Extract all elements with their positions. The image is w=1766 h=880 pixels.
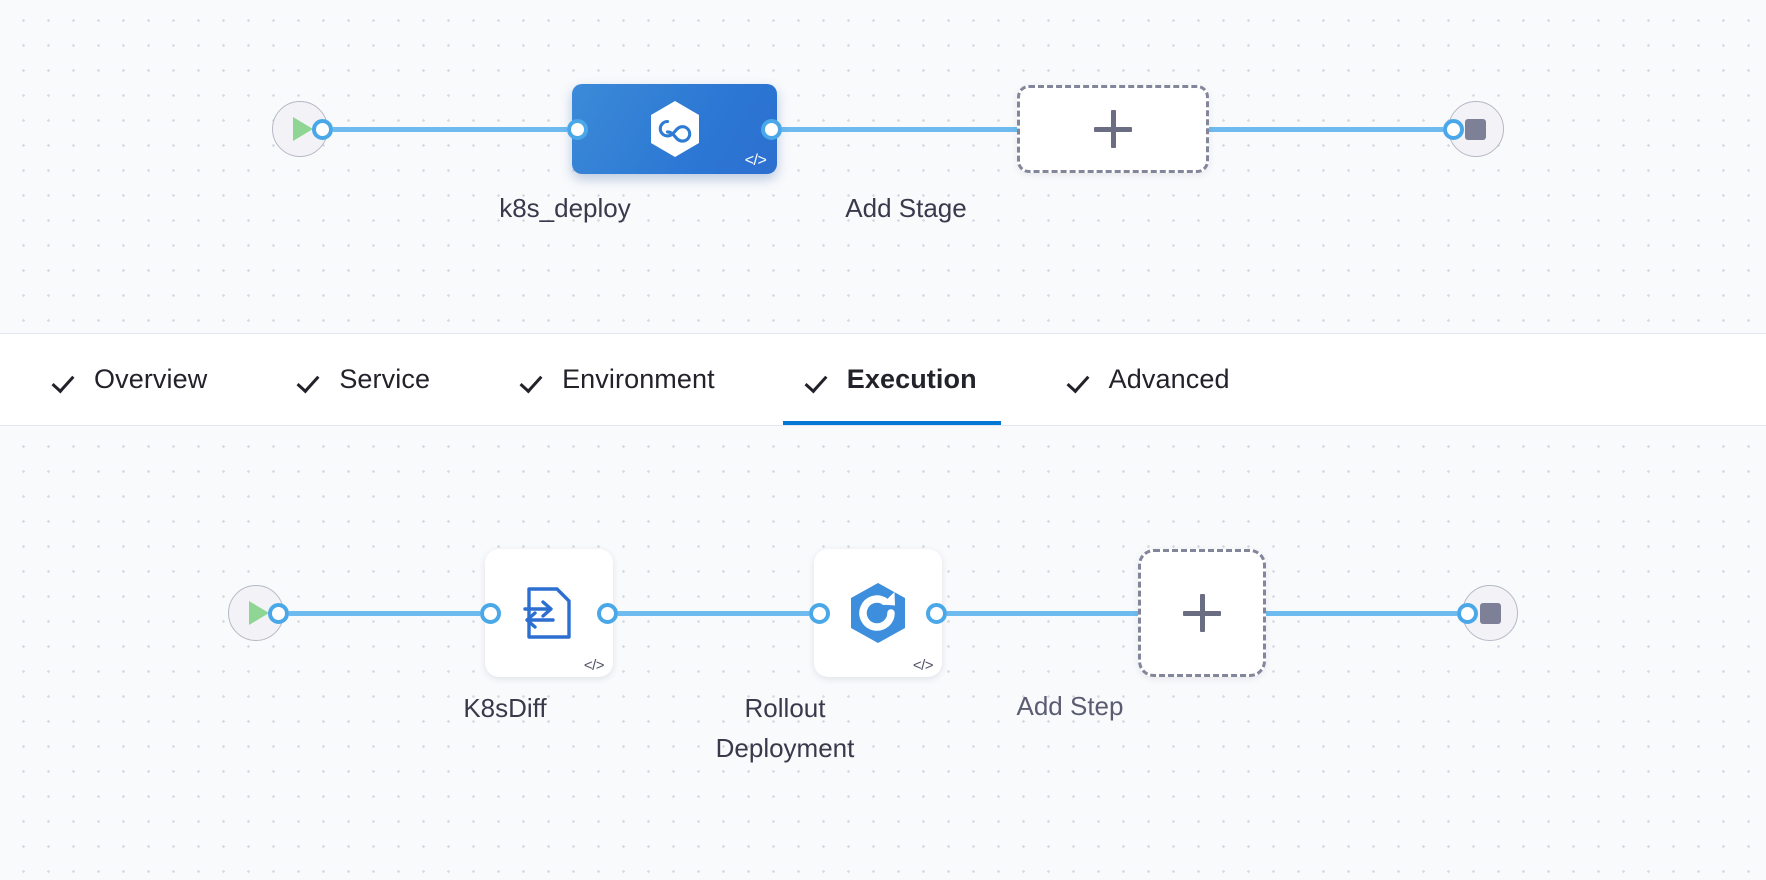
step-end-connector-dot[interactable]: [1457, 602, 1478, 624]
rollout-in-dot[interactable]: [809, 602, 830, 624]
tab-label: Overview: [94, 364, 208, 394]
execution-start-node[interactable]: [228, 585, 284, 641]
add-stage-button[interactable]: [1016, 85, 1209, 173]
play-icon: [292, 117, 313, 141]
stage-wire-2: [782, 126, 1017, 132]
code-badge-icon: </>: [912, 657, 934, 674]
tab-service[interactable]: Service: [275, 334, 454, 425]
check-icon: [522, 367, 548, 393]
stop-icon: [1465, 118, 1487, 140]
check-icon: [1069, 367, 1095, 393]
harness-hexagon-icon: [647, 99, 703, 159]
step-wire-1: [289, 610, 480, 616]
step-node-label-k8sdiff: K8sDiff: [463, 693, 547, 723]
stage-config-tabs: Overview Service Environment Execution A…: [0, 334, 1766, 426]
plus-icon: [1093, 110, 1132, 148]
stage-node-out-dot[interactable]: [761, 118, 783, 140]
step-node-k8sdiff[interactable]: </>: [485, 549, 613, 677]
step-wire-4: [1266, 610, 1457, 616]
check-icon: [54, 367, 80, 393]
stage-node-label-k8s-deploy: k8s_deploy: [499, 193, 631, 223]
step-start-connector-dot[interactable]: [268, 602, 289, 624]
check-icon: [299, 367, 325, 393]
rollout-hexagon-icon: [845, 581, 911, 645]
plus-icon: [1183, 594, 1221, 632]
step-wire-2: [618, 610, 809, 616]
rollout-out-dot[interactable]: [926, 602, 947, 624]
add-stage-label: Add Stage: [845, 193, 967, 223]
code-badge-icon: </>: [744, 152, 767, 169]
k8sdiff-in-dot[interactable]: [480, 602, 501, 624]
tab-label: Service: [339, 364, 431, 394]
k8s-diff-document-icon: [523, 585, 575, 641]
execution-graph-canvas[interactable]: </> </>: [0, 426, 1766, 880]
stage-row: </>: [272, 84, 1504, 174]
stage-node-in-dot[interactable]: [567, 118, 589, 140]
execution-end-node[interactable]: [1462, 585, 1518, 641]
stage-node-k8s-deploy[interactable]: </>: [572, 84, 778, 174]
stage-graph-canvas[interactable]: </> k8s_deploy Add Stage: [0, 0, 1766, 334]
step-wire-3: [947, 610, 1138, 616]
stage-end-connector-dot[interactable]: [1442, 118, 1464, 140]
stop-icon: [1479, 602, 1501, 624]
add-step-button[interactable]: [1138, 549, 1266, 677]
stage-start-connector-dot[interactable]: [312, 118, 333, 140]
tab-label: Execution: [846, 364, 977, 394]
step-node-label-rollout-deployment: Rollout Deployment: [715, 693, 855, 764]
tab-label: Advanced: [1108, 364, 1230, 394]
tab-environment[interactable]: Environment: [498, 334, 739, 425]
stage-wire-3: [1208, 126, 1443, 132]
tab-label: Environment: [562, 364, 715, 394]
play-icon: [248, 601, 269, 625]
step-node-rollout-deployment[interactable]: </>: [814, 549, 942, 677]
code-badge-icon: </>: [583, 657, 605, 674]
stage-wire-1: [333, 126, 568, 132]
tab-advanced[interactable]: Advanced: [1045, 334, 1254, 425]
execution-row: </> </>: [228, 549, 1518, 677]
tab-execution[interactable]: Execution: [782, 334, 1001, 425]
tab-overview[interactable]: Overview: [30, 334, 231, 425]
add-step-label: Add Step: [1016, 691, 1124, 721]
check-icon: [807, 367, 833, 393]
k8sdiff-out-dot[interactable]: [597, 602, 618, 624]
